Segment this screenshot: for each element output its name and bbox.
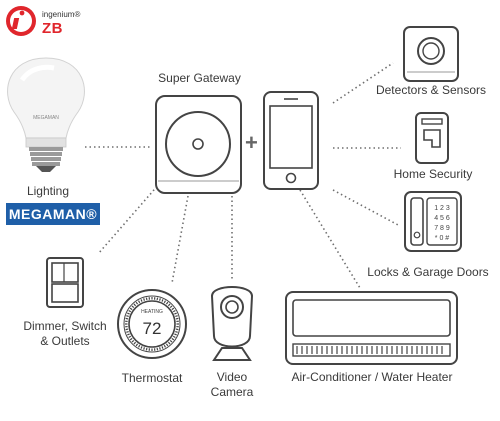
super-gateway-label: Super Gateway: [158, 71, 241, 85]
connector-dimmer: [97, 182, 161, 255]
home-security-icon: [415, 112, 449, 164]
zb-label: ZB: [42, 20, 63, 37]
ingenium-label: ingenium®: [42, 10, 81, 19]
locks-garage-doors-label: Locks & Garage Doors: [367, 265, 489, 279]
plus-sign: +: [245, 130, 258, 155]
super-gateway-icon: [155, 95, 242, 194]
keypad-row-4: * 0 #: [435, 235, 450, 242]
air-conditioner-label: Air-Conditioner / Water Heater: [291, 370, 453, 384]
connector-detectors: [332, 62, 394, 104]
thermostat-value-text: 72: [143, 319, 162, 338]
video-camera-icon: [210, 286, 254, 361]
megaman-logo: MEGAMAN®: [6, 203, 100, 225]
dimmer-switch-icon: [46, 257, 84, 308]
keypad-row-3: 7 8 9: [434, 225, 450, 232]
keypad-row-2: 4 5 6: [434, 215, 450, 222]
keypad-row-1: 1 2 3: [434, 205, 450, 212]
ingenium-logo-icon: [6, 6, 36, 36]
light-bulb-icon: [7, 57, 85, 172]
connector-aircon: [299, 189, 361, 289]
lighting-label: Lighting: [26, 184, 70, 198]
dimmer-switch-label-line2: & Outlets: [40, 334, 90, 348]
connector-locks: [332, 189, 401, 227]
thermostat-mode-text: HEATING: [141, 309, 163, 315]
air-conditioner-icon: [285, 291, 458, 365]
lock-keypad-icon: [404, 191, 462, 252]
detectors-sensors-label: Detectors & Sensors: [375, 83, 487, 97]
thermostat-label: Thermostat: [121, 371, 183, 385]
smartphone-icon: [263, 91, 319, 190]
dimmer-switch-label-line1: Dimmer, Switch: [23, 319, 107, 333]
detector-sensor-icon: [403, 26, 459, 82]
bulb-marking: MEGAMAN: [33, 115, 59, 121]
home-security-label: Home Security: [393, 167, 473, 181]
thermostat-icon: [117, 289, 187, 359]
video-camera-label-line2: Camera: [210, 385, 254, 399]
connector-thermostat: [171, 195, 189, 284]
connector-lines: [85, 62, 401, 289]
video-camera-label-line1: Video: [216, 370, 248, 384]
